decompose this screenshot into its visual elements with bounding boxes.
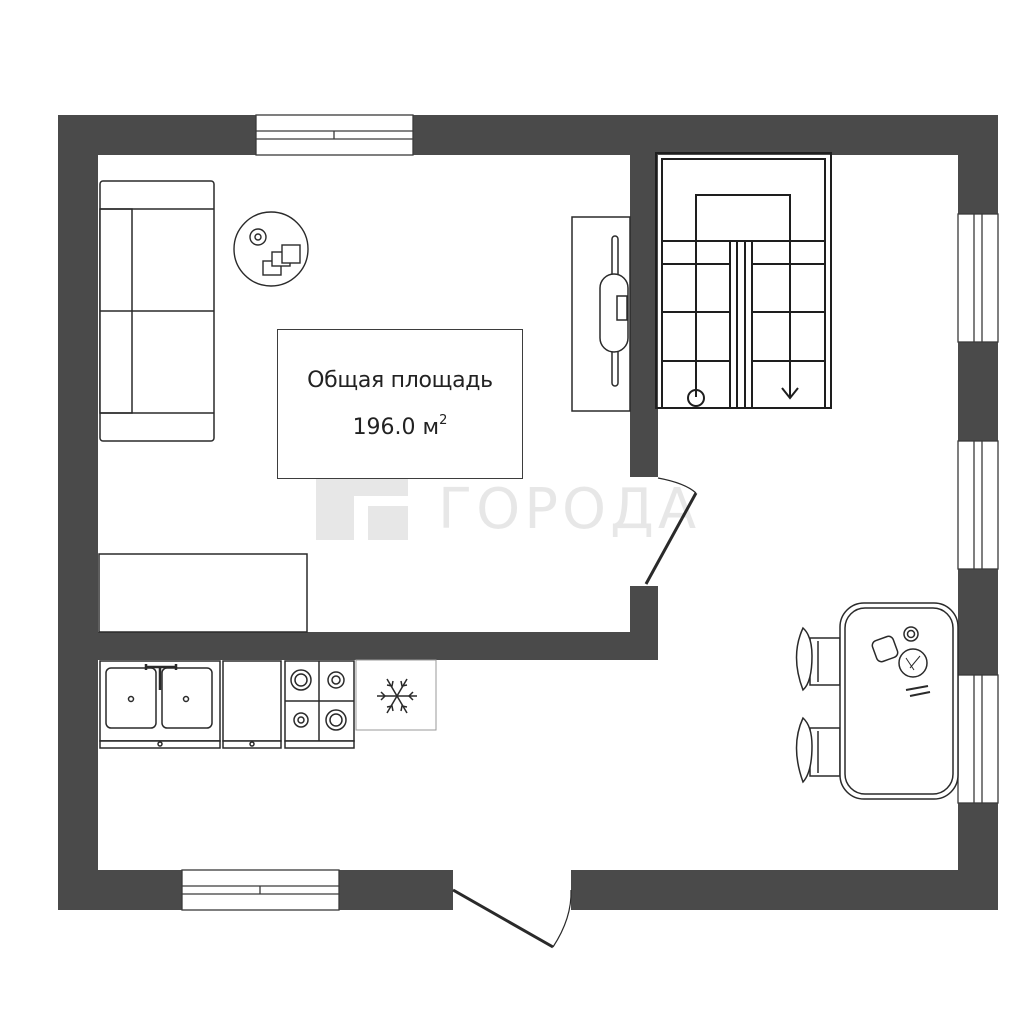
watermark-logo bbox=[316, 478, 408, 540]
area-unit-sup: 2 bbox=[439, 412, 448, 428]
sofa-icon bbox=[99, 180, 215, 442]
door-swing-icon bbox=[644, 477, 698, 585]
window-icon bbox=[957, 213, 999, 343]
area-value: 196.0 м bbox=[352, 414, 440, 440]
sink-icon bbox=[99, 660, 221, 749]
dishwasher bbox=[222, 660, 282, 749]
window-icon bbox=[957, 674, 999, 804]
stove-icon bbox=[284, 660, 355, 749]
door-swing-icon bbox=[452, 888, 572, 949]
window-icon bbox=[255, 114, 414, 156]
window-icon bbox=[181, 869, 340, 911]
chair-icon bbox=[795, 716, 841, 784]
watermark: ГОРОДА bbox=[316, 476, 700, 542]
dining-table-icon bbox=[839, 602, 959, 800]
watermark-text: ГОРОДА bbox=[438, 476, 701, 542]
area-info-box: Общая площадь 196.0 м2 bbox=[277, 329, 523, 479]
fridge-snowflake-icon bbox=[355, 659, 437, 731]
area-label: Общая площадь bbox=[307, 367, 493, 393]
coffee-table-icon bbox=[233, 211, 309, 287]
chair-icon bbox=[795, 626, 841, 692]
area-value-wrap: 196.0 м2 bbox=[353, 406, 448, 443]
staircase-icon bbox=[655, 152, 832, 409]
tv-cabinet-icon bbox=[571, 216, 631, 412]
counter bbox=[98, 553, 308, 633]
window-icon bbox=[957, 440, 999, 570]
